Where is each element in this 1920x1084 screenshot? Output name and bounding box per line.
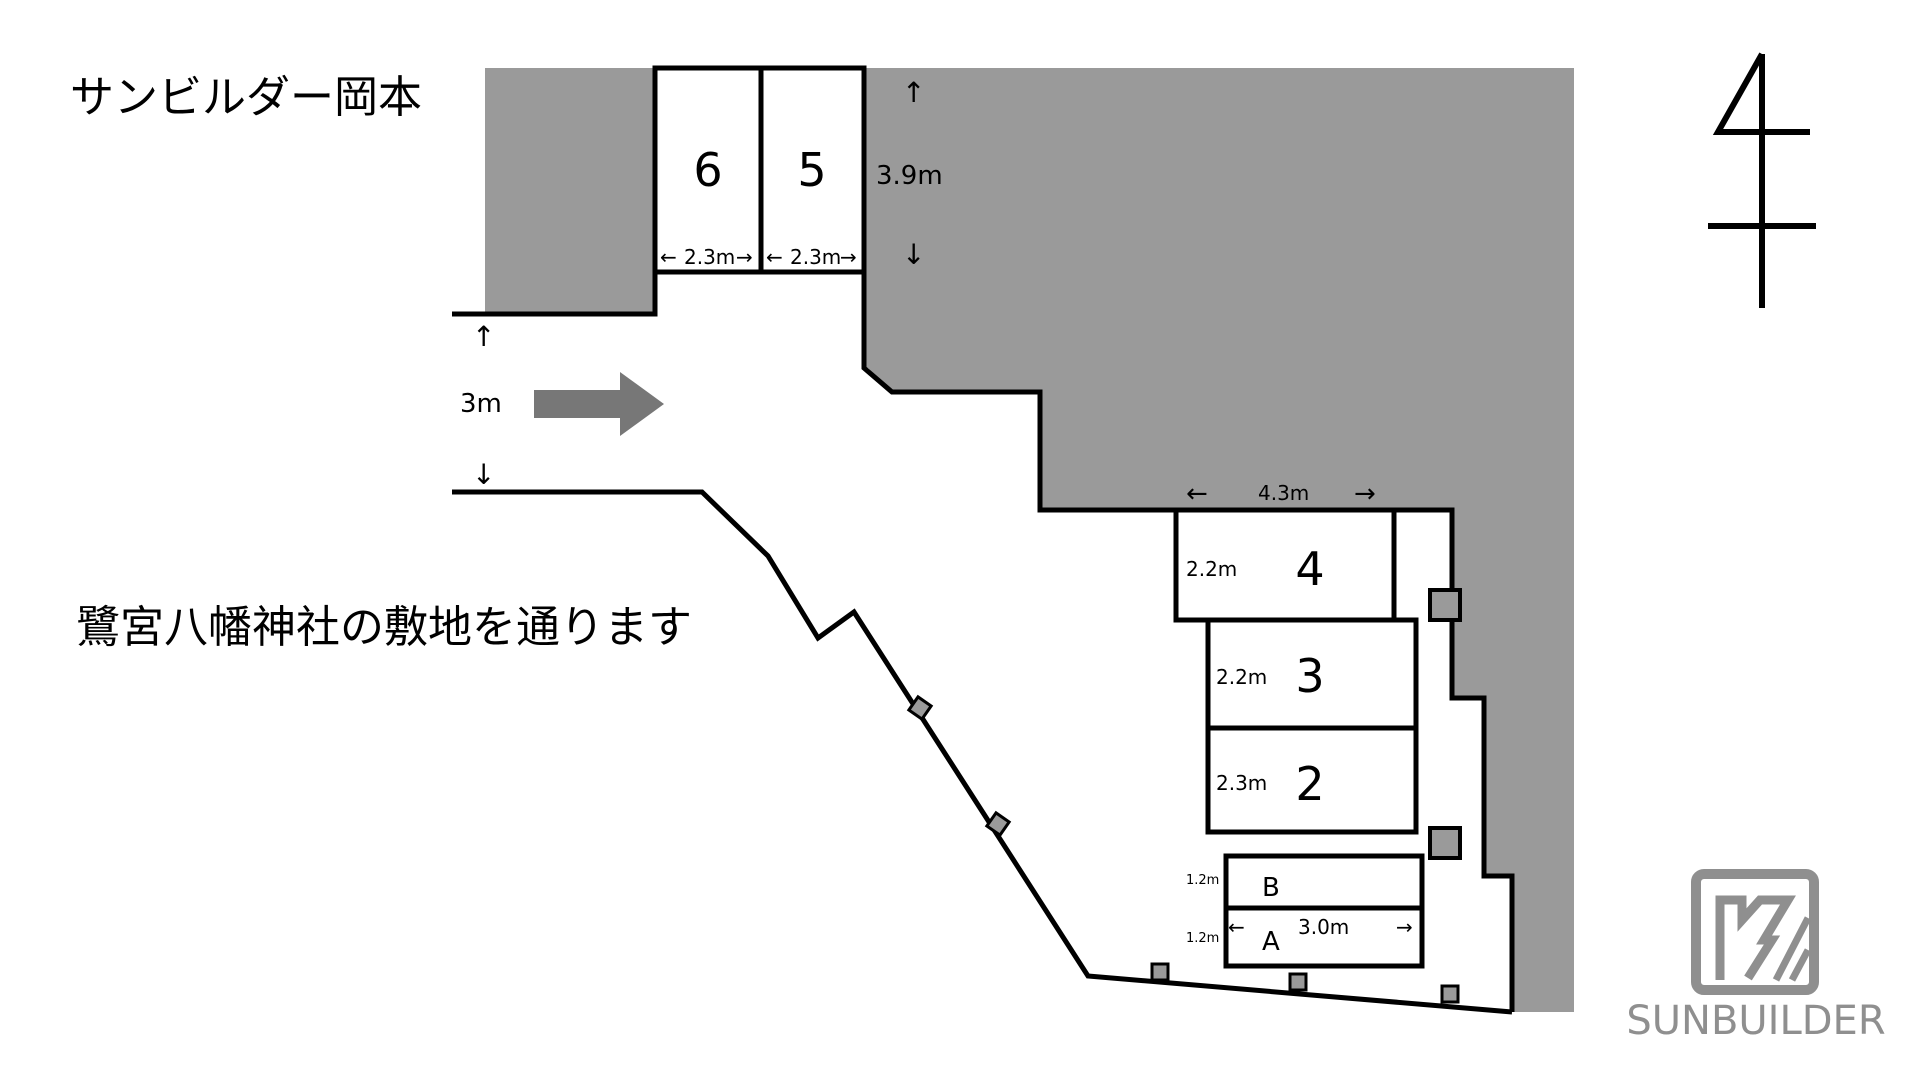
parking-slot-5 xyxy=(758,65,867,275)
arrow-up-glyph: ↑ xyxy=(902,76,925,109)
fence-post xyxy=(1150,962,1170,982)
parking-slot-4 xyxy=(1173,507,1397,623)
slot-label-B: B xyxy=(1262,873,1280,903)
slot-5-width: 2.3m xyxy=(790,245,841,269)
sunbuilder-logo-icon xyxy=(1691,869,1819,995)
slot-4-width: 2.2m xyxy=(1186,557,1237,581)
slot-2-width: 2.3m xyxy=(1216,771,1267,795)
slot-5-length: 3.9m xyxy=(876,161,943,191)
parking-slot-B xyxy=(1223,853,1425,911)
logo-wordmark: SUNBUILDER xyxy=(1626,998,1885,1044)
parking-slot-3 xyxy=(1205,617,1419,731)
slot-label-4: 4 xyxy=(1295,542,1324,596)
fence-post xyxy=(1428,588,1462,622)
arrow-left-glyph: ← xyxy=(1228,915,1245,939)
fence-post xyxy=(906,694,934,722)
arrow-right-glyph: → xyxy=(736,245,753,269)
slot-B-width: 1.2m xyxy=(1186,873,1219,888)
route-note: 鷺宮八幡神社の敷地を通ります xyxy=(76,602,692,653)
building-area-right xyxy=(864,68,1574,1012)
parking-slot-2 xyxy=(1205,725,1419,835)
arrow-left-glyph: ← xyxy=(766,245,783,269)
entrance-width: 3m xyxy=(460,389,502,419)
arrow-down-glyph: ↓ xyxy=(472,458,495,491)
slot-label-5: 5 xyxy=(797,143,826,197)
arrow-left-glyph: ← xyxy=(1186,479,1208,509)
fence-post xyxy=(1440,984,1460,1004)
fence-post xyxy=(1428,826,1462,860)
arrow-up-glyph: ↑ xyxy=(472,320,495,353)
building-area-left xyxy=(485,68,655,314)
slot-label-3: 3 xyxy=(1295,649,1324,703)
north-arrow-icon xyxy=(1708,52,1816,308)
fence-post xyxy=(1288,972,1308,992)
arrow-right-glyph: → xyxy=(1354,479,1376,509)
page-title: サンビルダー岡本 xyxy=(70,72,422,123)
slot-label-6: 6 xyxy=(693,143,722,197)
parking-slot-A xyxy=(1223,905,1425,969)
arrow-down-glyph: ↓ xyxy=(902,238,925,271)
slot-4-length: 4.3m xyxy=(1258,481,1309,505)
slot-6-width: 2.3m xyxy=(684,245,735,269)
slot-A-length: 3.0m xyxy=(1298,915,1349,939)
slot-label-A: A xyxy=(1262,927,1280,957)
fence-post xyxy=(984,810,1012,838)
slot-label-2: 2 xyxy=(1295,757,1324,811)
entry-arrow-icon xyxy=(534,372,664,436)
arrow-right-glyph: → xyxy=(840,245,857,269)
arrow-right-glyph: → xyxy=(1396,915,1413,939)
slot-A-width: 1.2m xyxy=(1186,931,1219,946)
arrow-left-glyph: ← xyxy=(660,245,677,269)
outline-bottom-left xyxy=(452,489,1513,1015)
slot-3-width: 2.2m xyxy=(1216,665,1267,689)
